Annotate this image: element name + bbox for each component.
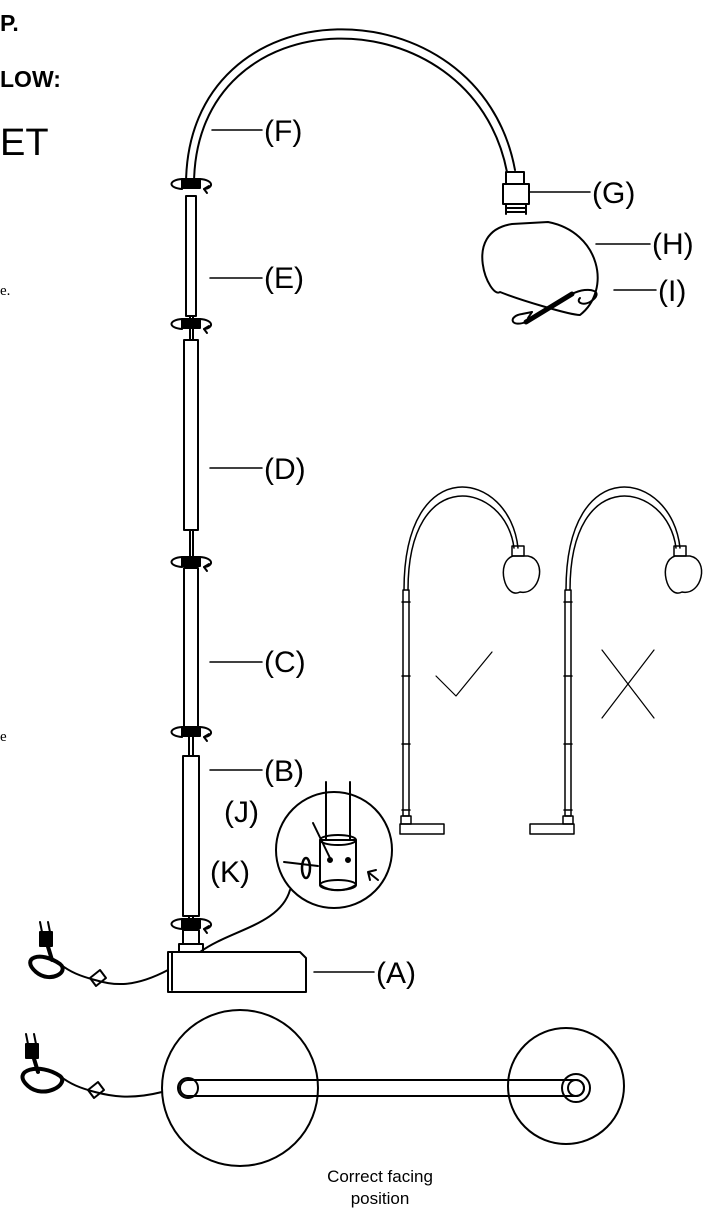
small-lamp-correct [399,486,541,835]
ring-I [511,288,598,325]
label-G: (G) [592,177,635,210]
tube-D [183,315,199,531]
header-fragment-2: LOW: [0,66,61,92]
rotate-arrow-joint-3 [170,556,212,572]
label-D: (D) [264,453,306,486]
text-fragment-1: e. [0,283,11,299]
socket-G [502,171,530,215]
label-A: (A) [376,957,416,990]
power-cord-top [20,1033,163,1099]
rotate-arrow-joint-5 [170,918,212,934]
label-C: (C) [264,646,306,679]
label-F: (F) [264,115,302,148]
rotate-arrow-joint-1 [170,178,212,194]
detail-callout [199,781,393,953]
header-fragment-3: ET [0,122,49,164]
rotate-arrow-joint-2 [170,318,212,334]
tube-E [185,195,197,317]
label-K: (K) [210,856,250,889]
label-H: (H) [652,228,694,261]
small-lamp-incorrect [529,486,703,835]
base-A-side [167,951,307,993]
label-I: (I) [658,275,686,308]
leader-lines [209,129,657,973]
arc-tube-F [185,28,516,186]
shade-H [481,221,599,316]
label-J: (J) [224,796,259,829]
header-fragment-1: P. [0,10,19,36]
text-fragment-2: e [0,729,7,745]
base-top-view [161,1009,625,1167]
check-mark [435,651,493,697]
cross-mark [601,649,655,719]
power-cord-side [28,921,169,987]
caption-line-1: Correct facing [327,1167,433,1186]
label-E: (E) [264,262,304,295]
rotate-arrow-joint-4 [170,726,212,742]
caption-line-2: position [351,1189,410,1208]
tube-B [182,733,200,917]
label-B: (B) [264,755,304,788]
